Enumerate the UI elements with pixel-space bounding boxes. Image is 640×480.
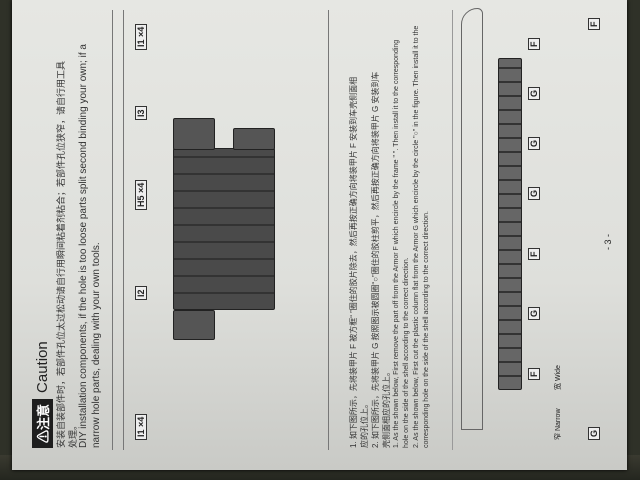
page-number: - 3 - xyxy=(603,233,613,250)
part-label: F xyxy=(588,18,600,30)
narrow-label: 窄 Narrow xyxy=(555,408,562,440)
instruction-zh-2: 壳侧面相应的孔位上。 xyxy=(382,368,391,448)
caution-badge: ⚠注意 xyxy=(32,398,53,448)
caution-en-line: narrow hole parts, dealing with your own… xyxy=(91,242,102,448)
armor-diagram: F G F G G G F G F 窄 Narrow 宽 Wide - 3 - xyxy=(452,8,618,450)
track-part xyxy=(233,128,275,150)
part-label: G xyxy=(528,136,540,150)
armor-plates xyxy=(498,58,522,390)
instruction-zh-2: 2. 如下图所示，先将装甲片 G 按照图示被圆圈“○”圈住的胶柱剪平，然后再按正… xyxy=(371,71,380,448)
caution-title: Caution xyxy=(34,341,51,393)
instruction-en-1: hole on the side of the shell according … xyxy=(403,257,410,448)
hull-side xyxy=(461,8,483,430)
part-label: F xyxy=(528,38,540,50)
part-label: G xyxy=(528,306,540,320)
instruction-en-1: 1. As the shown below, First remove the … xyxy=(393,39,400,448)
instruction-en-2: corresponding hole on the side of the sh… xyxy=(423,211,430,448)
caution-en-line: DIY installation components, if the hole… xyxy=(78,44,89,448)
caution-zh-line: 安装自装部件时，若部件孔位太过松动请自行用瞬间粘着剂粘合；若部件孔位狭窄，请自行… xyxy=(56,60,66,448)
part-label: I3 xyxy=(135,106,147,120)
track-block-assembly xyxy=(173,148,275,310)
caution-header: ⚠注意 Caution xyxy=(32,341,53,448)
wide-label: 宽 Wide xyxy=(555,365,562,390)
part-label: F xyxy=(528,248,540,260)
instruction-sheet: ⚠注意 Caution 安装自装部件时，若部件孔位太过松动请自行用瞬间粘着剂粘合… xyxy=(12,0,627,470)
part-label: G xyxy=(588,426,600,440)
instruction-zh-1: 1. 如下图所示，先将装甲片 F 被方框“ ”圈住的胶片除去，然后再按正确方向将… xyxy=(349,76,358,448)
part-label: H5 ×4 xyxy=(135,179,147,210)
part-label: I1 ×4 xyxy=(135,23,147,50)
part-label: G xyxy=(528,186,540,200)
assembly-diagram: I1 ×4 I2 H5 ×4 I3 I1 ×4 xyxy=(112,10,343,450)
part-label: I1 ×4 xyxy=(135,413,147,440)
part-label: F xyxy=(528,368,540,380)
instruction-zh-1: 应的孔位上。 xyxy=(360,400,369,448)
part-label: I2 xyxy=(135,286,147,300)
track-part xyxy=(173,310,215,340)
instruction-en-2: 2. As the shown below, First cut the pla… xyxy=(413,25,420,448)
part-label: G xyxy=(528,86,540,100)
track-part xyxy=(173,118,215,150)
